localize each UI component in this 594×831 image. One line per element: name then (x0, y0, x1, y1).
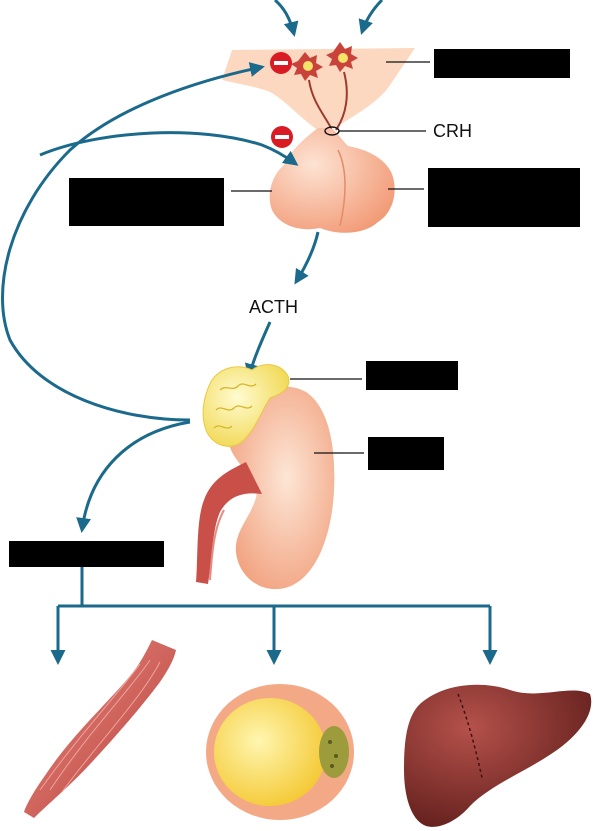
redacted-label-cortisol (9, 541, 164, 567)
redacted-label-kidney (368, 437, 444, 470)
acth-label: ACTH (249, 297, 298, 317)
redacted-label-adrenal-cortex (366, 361, 458, 390)
redacted-label-anterior-pituitary (69, 178, 224, 226)
adrenal-gland (202, 364, 290, 447)
arrow-adrenal-to-output (76, 420, 191, 533)
hypothalamus (222, 48, 415, 130)
feedback-arrow-to-hypothalamus (1, 62, 265, 422)
pituitary-gland (269, 128, 395, 233)
inhibition-sign (271, 126, 293, 148)
feedback-arrow-to-pituitary (39, 131, 299, 166)
liver (404, 684, 592, 827)
input-arrow-left (273, 0, 299, 37)
kidney (196, 386, 335, 590)
crh-label: CRH (433, 121, 472, 141)
fat-cell (206, 684, 354, 820)
muscle (24, 640, 176, 818)
distribution-tree (50, 567, 498, 665)
inhibition-sign (270, 52, 292, 74)
redacted-label-posterior-pituitary (428, 168, 580, 227)
input-arrow-right (358, 0, 384, 35)
redacted-label-hypothalamus (434, 49, 570, 78)
arrow-pituitary-to-acth (294, 231, 320, 285)
